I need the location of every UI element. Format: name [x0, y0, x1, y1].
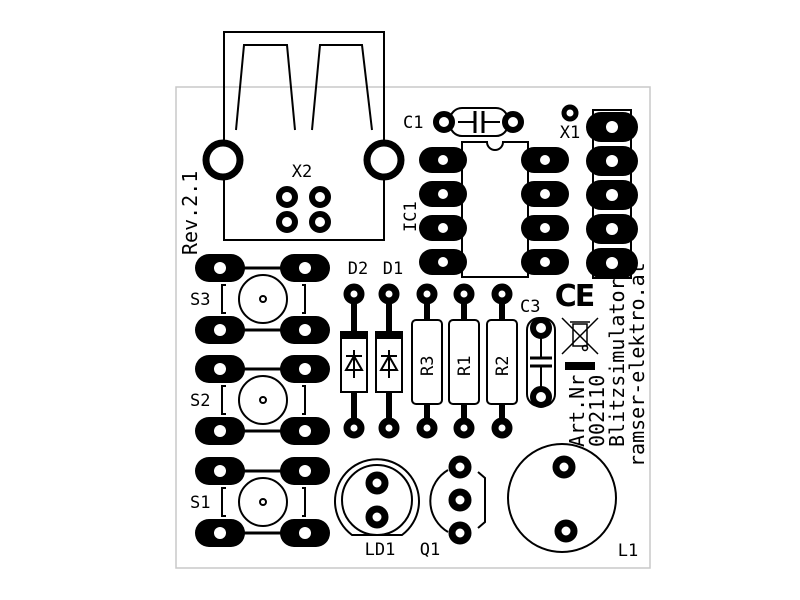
pad: [343, 417, 365, 439]
product-name: Blitzsimulator: [605, 278, 629, 447]
label-s3: S3: [190, 290, 210, 310]
pad: [343, 283, 365, 305]
ce-mark: CE: [555, 279, 594, 314]
switch-s1: S1: [190, 457, 330, 547]
pad: [378, 417, 400, 439]
capacitor-c3: C3: [520, 297, 556, 408]
label-q1: Q1: [420, 540, 440, 560]
pin-header: [586, 109, 638, 279]
transistor-q1: Q1: [420, 455, 486, 560]
art-number: 002110: [585, 375, 609, 447]
revision-label: Rev.2.1: [178, 171, 202, 255]
diode-d2: [340, 283, 368, 439]
diode-d1: [375, 283, 403, 439]
label-d2: D2: [348, 259, 368, 279]
label-r3: R3: [418, 356, 438, 376]
pad: [378, 283, 400, 305]
pad: [491, 417, 513, 439]
ic1-dip8: IC1: [401, 141, 569, 278]
weee-bin-icon: [561, 317, 599, 355]
pad: [491, 283, 513, 305]
resistor-r2: [486, 283, 518, 439]
label-s2: S2: [190, 391, 210, 411]
switch-s3: S3: [190, 254, 330, 344]
pad: [453, 417, 475, 439]
label-l1: L1: [618, 541, 638, 561]
label-ld1: LD1: [365, 540, 396, 560]
website: ramser-elektro.at: [625, 262, 649, 467]
label-r1: R1: [455, 356, 475, 376]
testpoint-x1: X1: [560, 104, 580, 143]
art-label: Art.Nr.: [565, 363, 589, 447]
board-outline: [175, 86, 651, 569]
pad: [416, 283, 438, 305]
label-r2: R2: [493, 356, 513, 376]
pad: [453, 283, 475, 305]
label-d1: D1: [383, 259, 403, 279]
resistor-r3: [411, 283, 443, 439]
weee-bar: [565, 362, 595, 370]
capacitor-c1: C1: [403, 107, 524, 137]
resistor-r1: [448, 283, 480, 439]
switch-s2: S2: [190, 355, 330, 445]
label-ic1: IC1: [401, 201, 421, 232]
usb-connector-x2: X2: [202, 31, 405, 241]
label-x1: X1: [560, 123, 580, 143]
label-s1: S1: [190, 493, 210, 513]
led-ld1: LD1: [334, 458, 420, 560]
label-c3: C3: [520, 297, 540, 317]
label-c1: C1: [403, 113, 423, 133]
label-x2: X2: [292, 162, 312, 182]
inductor-l1: L1: [507, 443, 638, 561]
pad: [416, 417, 438, 439]
